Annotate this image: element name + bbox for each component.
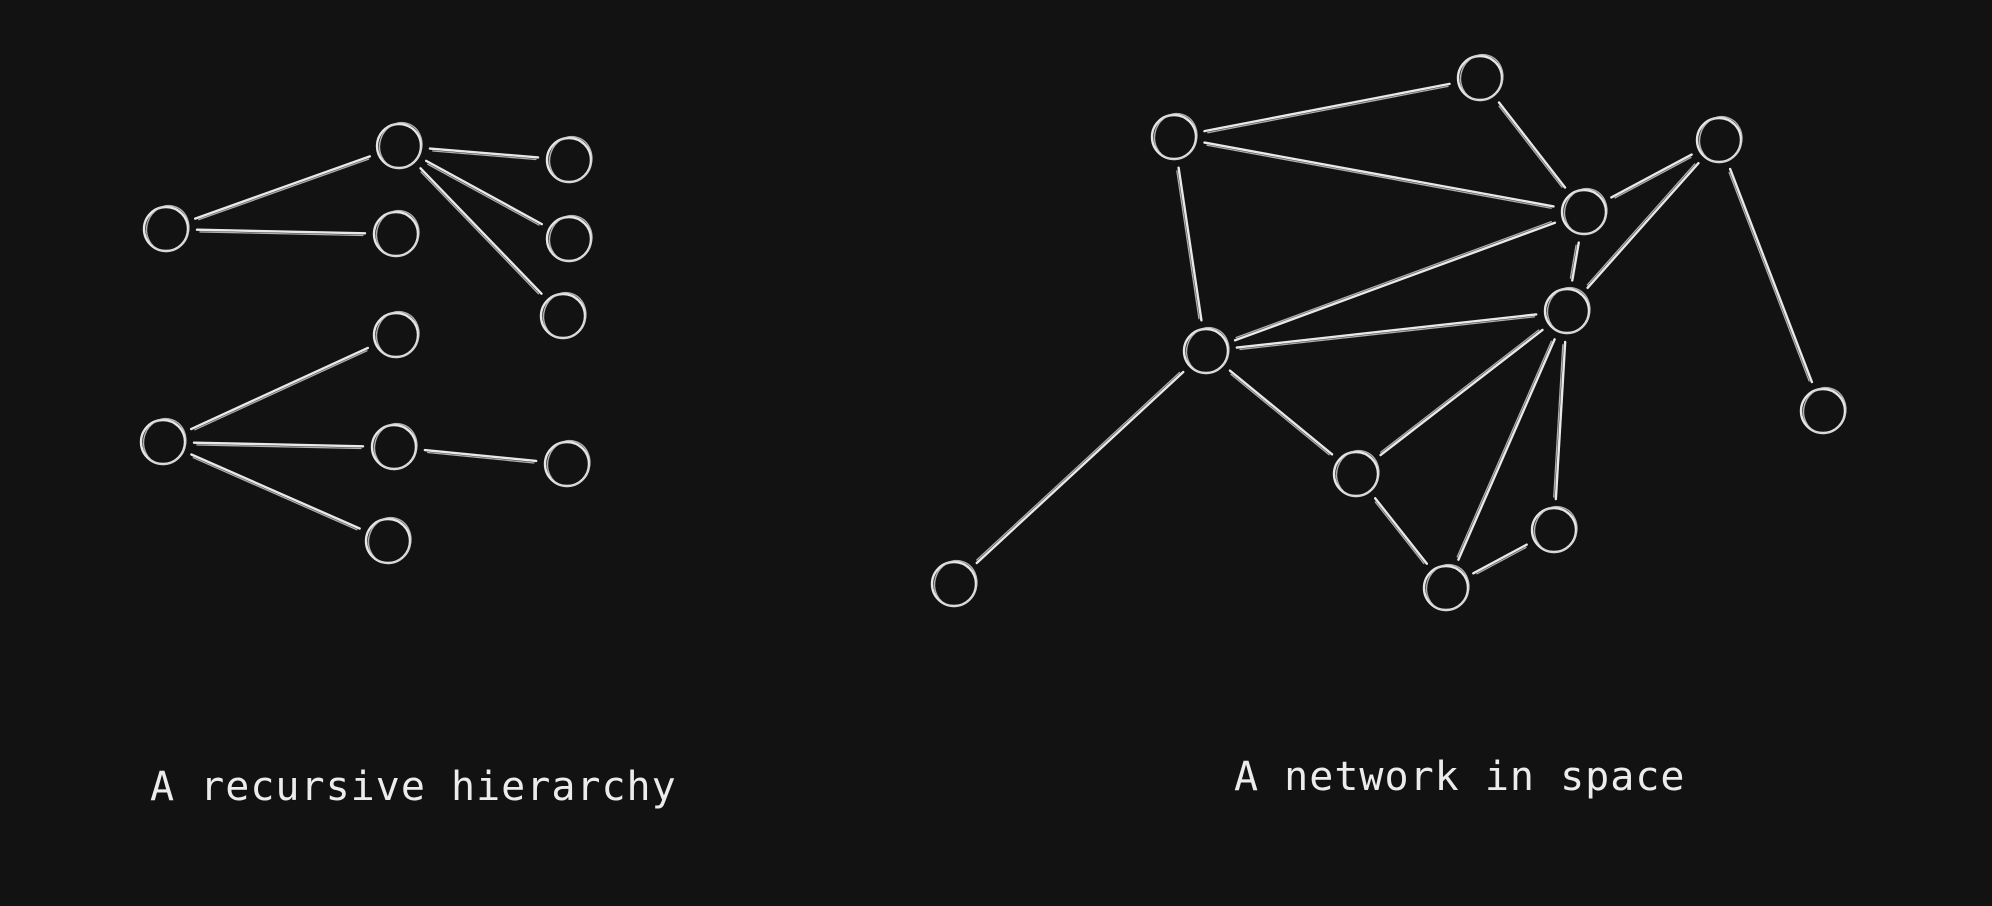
network-edge (1728, 167, 1814, 384)
hierarchy-edge (419, 167, 543, 295)
hierarchy-edge (189, 346, 370, 431)
hierarchy-caption: A recursive hierarchy (150, 764, 677, 810)
network-edge (1553, 340, 1567, 501)
hierarchy-edge (424, 159, 544, 226)
hierarchy-edge (190, 453, 361, 531)
hierarchy-node (375, 121, 423, 170)
hierarchy-edge (428, 147, 540, 161)
network-edge (1374, 497, 1428, 565)
hierarchy-node (142, 204, 190, 253)
edges-layer (189, 82, 1814, 575)
network-edge (1203, 141, 1555, 209)
network-edge (1456, 338, 1556, 561)
hierarchy-edge (195, 228, 367, 237)
network-edge (1610, 153, 1693, 199)
network-node (1182, 326, 1230, 375)
network-node (1150, 112, 1198, 161)
network-node (1543, 286, 1591, 335)
hierarchy-node (364, 516, 412, 565)
hierarchy-node (139, 417, 187, 466)
hierarchy-node (370, 422, 418, 471)
network-edge (1228, 369, 1334, 456)
network-node (1422, 563, 1470, 612)
network-node (1695, 115, 1743, 164)
network-node (1530, 505, 1578, 554)
hierarchy-edge (423, 448, 538, 464)
hierarchy-node (543, 439, 591, 488)
network-edge (1379, 328, 1544, 457)
hierarchy-node (372, 209, 420, 258)
hierarchy-node (545, 135, 593, 184)
network-node (1799, 386, 1847, 435)
hierarchy-edge (192, 441, 365, 450)
network-edge (1235, 313, 1538, 351)
network-edge (1176, 166, 1203, 322)
nodes-layer (139, 53, 1847, 612)
network-node (1560, 187, 1608, 236)
hierarchy-edge (194, 155, 371, 221)
hierarchy-node (372, 310, 420, 359)
network-node (1332, 449, 1380, 498)
network-node (1456, 53, 1504, 102)
network-edge (975, 370, 1185, 565)
network-node (930, 559, 978, 608)
network-edge (1569, 241, 1580, 282)
network-edge (1203, 82, 1451, 134)
hierarchy-node (539, 291, 587, 340)
network-caption: A network in space (1234, 754, 1686, 800)
network-edge (1233, 221, 1557, 342)
network-edge (1472, 543, 1528, 575)
network-edge (1586, 161, 1700, 290)
hierarchy-node (545, 214, 593, 263)
network-edge (1497, 101, 1567, 189)
